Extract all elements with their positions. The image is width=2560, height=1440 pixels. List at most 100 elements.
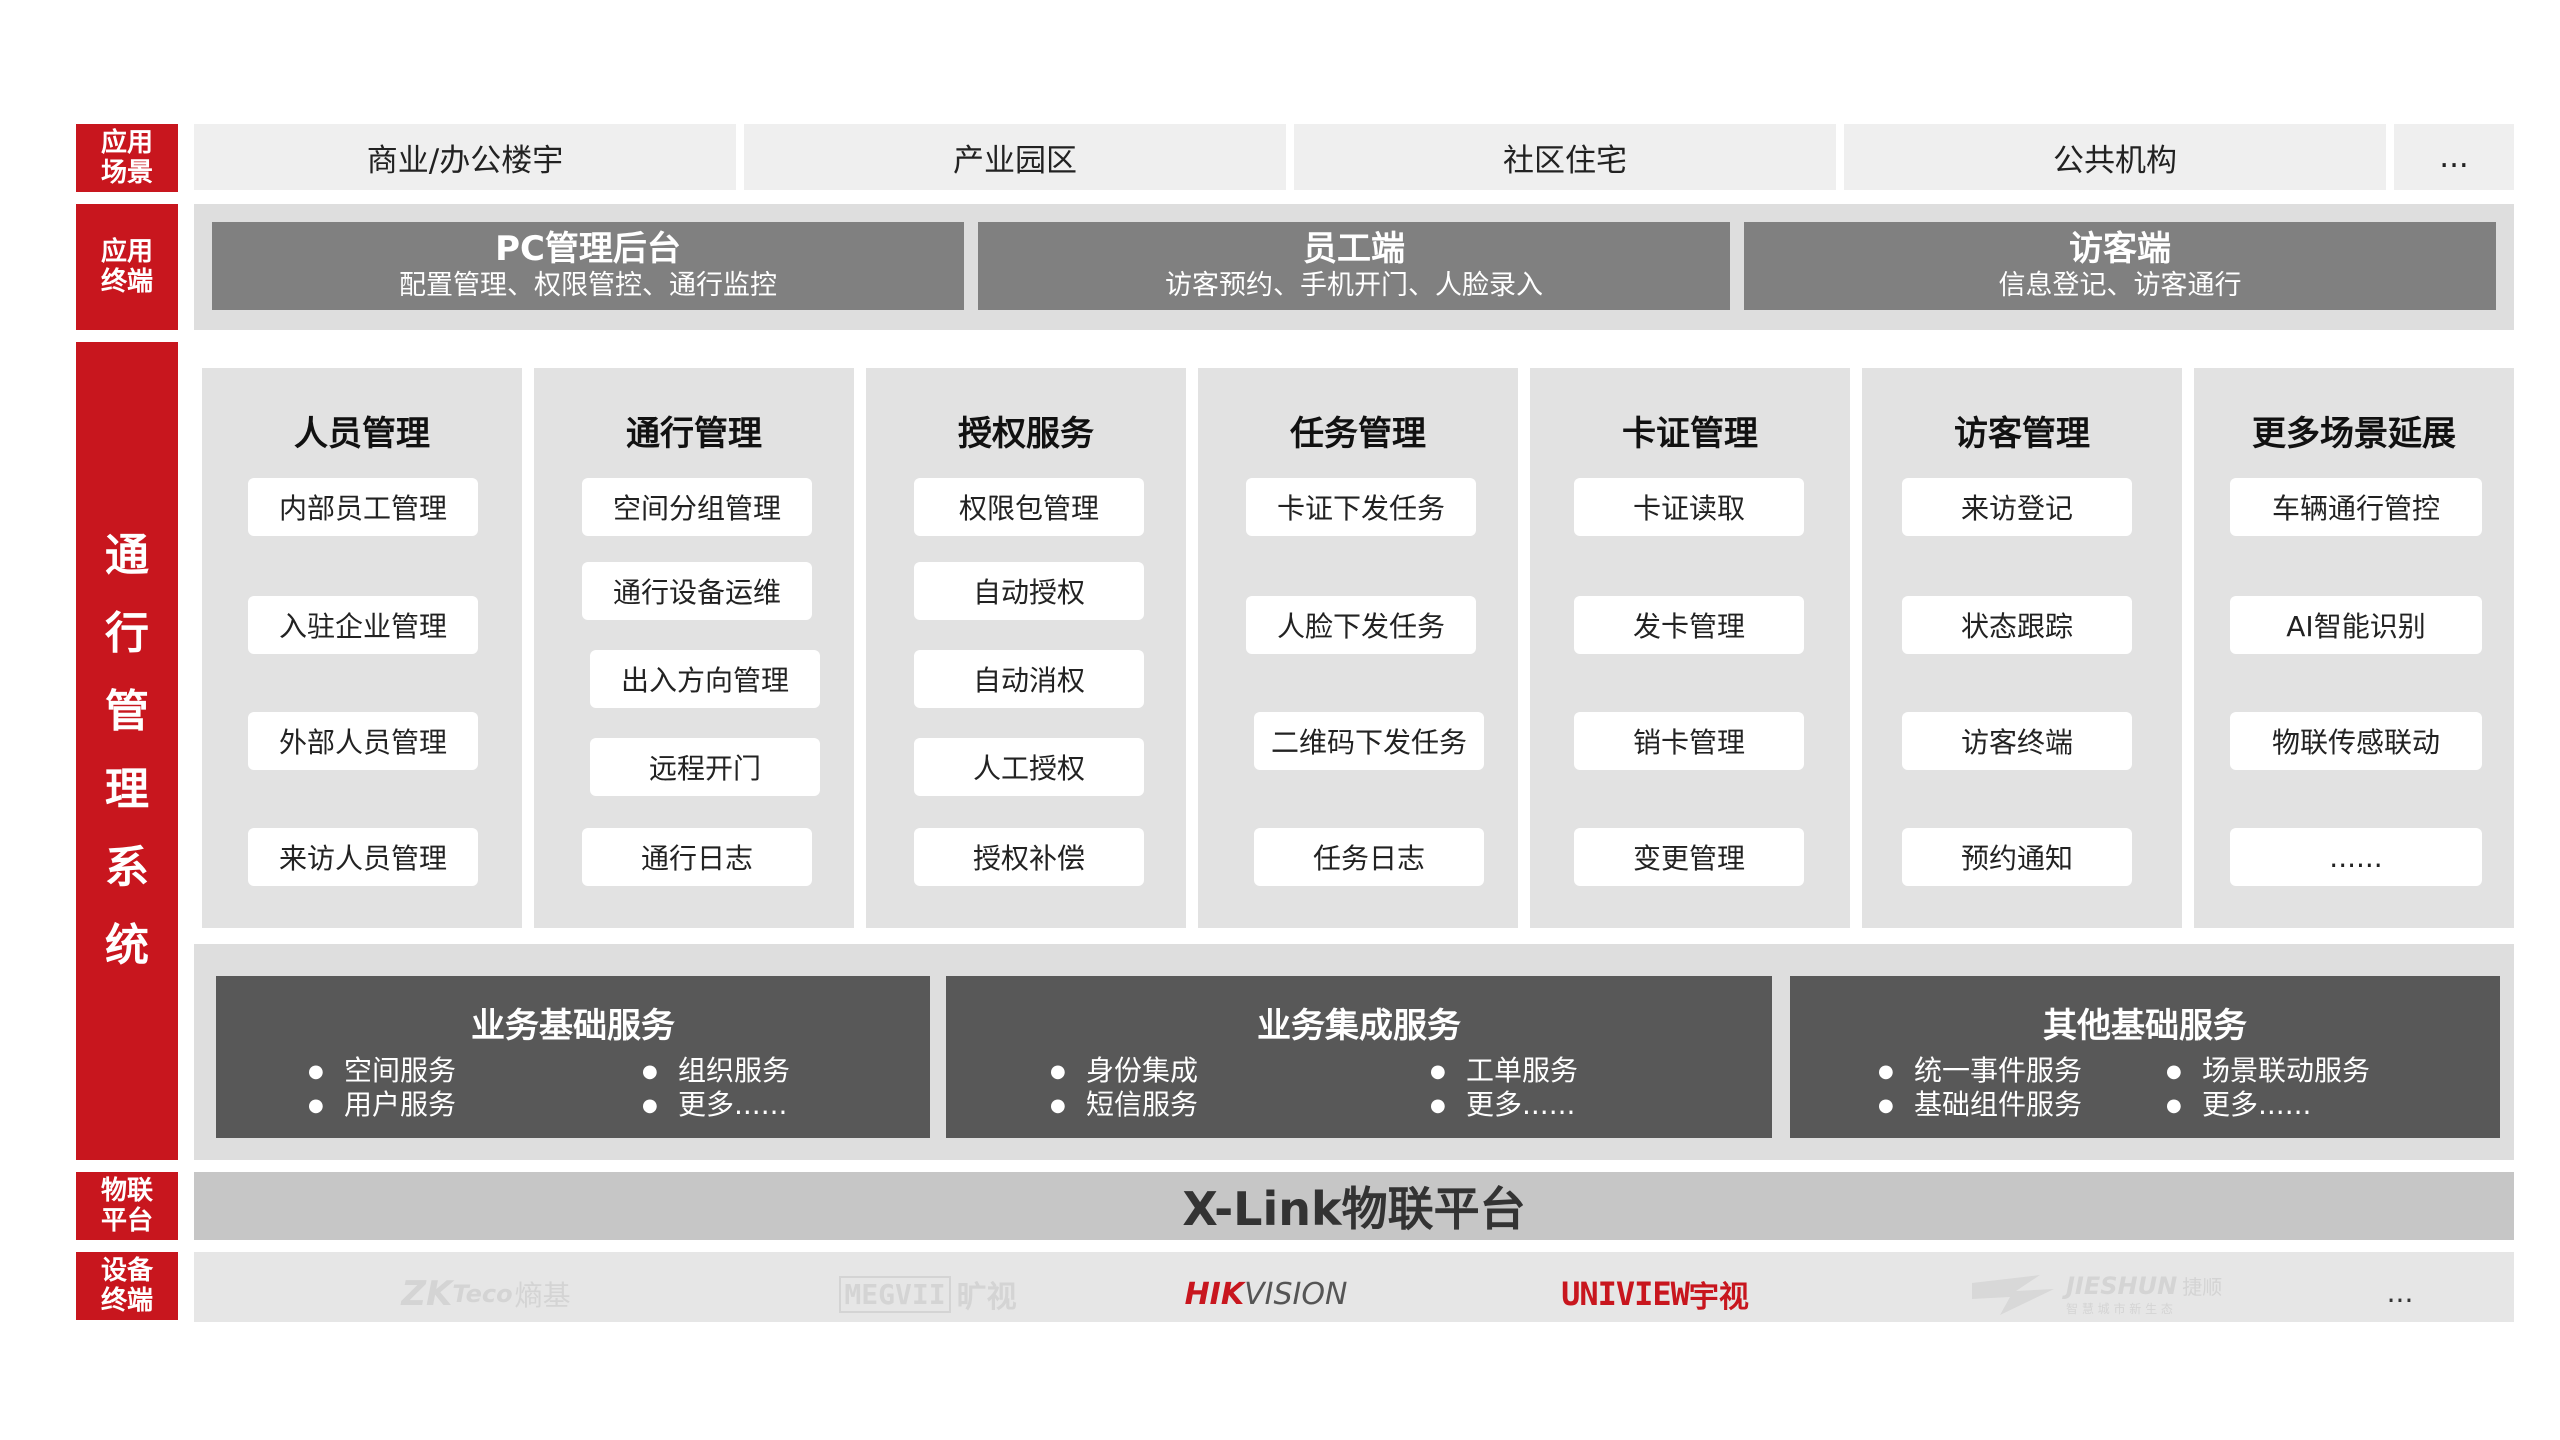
jieshun-logo-text: 智 慧 城 市 新 生 态 [2066, 1302, 2173, 1316]
scene-commercial: 商业/办公楼宇 [194, 124, 736, 190]
module-item: ...... [2230, 828, 2482, 886]
module-more-scenes: 更多场景延展 车辆通行管控 AI智能识别 物联传感联动 ...... [2194, 368, 2514, 928]
jieshun-logo-text: JIESHUN [2066, 1272, 2178, 1300]
iot-platform-bar: X-Link物联平台 [194, 1172, 2514, 1240]
terminal-pc-admin: PC管理后台 配置管理、权限管控、通行监控 [212, 222, 964, 310]
service-item: 用户服务 [308, 1088, 456, 1123]
module-item: 来访人员管理 [248, 828, 478, 886]
terminal-title: PC管理后台 [495, 229, 681, 269]
module-personnel: 人员管理 内部员工管理 入驻企业管理 外部人员管理 来访人员管理 [202, 368, 522, 928]
module-item: 人脸下发任务 [1246, 596, 1476, 654]
module-item: 车辆通行管控 [2230, 478, 2482, 536]
service-business-base: 业务基础服务 空间服务 用户服务 组织服务 更多...... [216, 976, 930, 1138]
module-title: 卡证管理 [1622, 414, 1758, 454]
module-item: 发卡管理 [1574, 596, 1804, 654]
module-title: 人员管理 [294, 414, 430, 454]
service-item: 工单服务 [1430, 1054, 1578, 1089]
service-item: 更多...... [642, 1088, 788, 1123]
module-item: 来访登记 [1902, 478, 2132, 536]
megvii-logo: MEGVII 旷视 [838, 1264, 1018, 1324]
module-item: 自动授权 [914, 562, 1144, 620]
module-item: 二维码下发任务 [1254, 712, 1484, 770]
module-item: 授权补偿 [914, 828, 1144, 886]
scene-more: ... [2394, 124, 2514, 190]
module-item: 变更管理 [1574, 828, 1804, 886]
module-visitors: 访客管理 来访登记 状态跟踪 访客终端 预约通知 [1862, 368, 2182, 928]
system-char: 系 [105, 842, 149, 893]
terminal-subtitle: 配置管理、权限管控、通行监控 [399, 270, 777, 301]
module-item: 访客终端 [1902, 712, 2132, 770]
module-tasks: 任务管理 卡证下发任务 人脸下发任务 二维码下发任务 任务日志 [1198, 368, 1518, 928]
jieshun-wing-icon [1972, 1275, 2054, 1315]
side-label-terminal: 应用 终端 [76, 204, 178, 330]
module-item: 远程开门 [590, 738, 820, 796]
service-item: 基础组件服务 [1878, 1088, 2082, 1123]
service-item: 组织服务 [642, 1054, 790, 1089]
service-integration: 业务集成服务 身份集成 短信服务 工单服务 更多...... [946, 976, 1772, 1138]
module-item: 卡证下发任务 [1246, 478, 1476, 536]
service-item: 短信服务 [1050, 1088, 1198, 1123]
module-item: 自动消权 [914, 650, 1144, 708]
module-title: 任务管理 [1290, 414, 1426, 454]
module-item: 状态跟踪 [1902, 596, 2132, 654]
service-item: 更多...... [1430, 1088, 1576, 1123]
module-item: 权限包管理 [914, 478, 1144, 536]
hikvision-logo-text: HIK [1184, 1276, 1245, 1312]
scene-industrial-park: 产业园区 [744, 124, 1286, 190]
module-item: 通行日志 [582, 828, 812, 886]
hikvision-logo: HIK VISION [1166, 1264, 1366, 1324]
jieshun-logo: JIESHUN 捷顺 智 慧 城 市 新 生 态 [1970, 1264, 2240, 1324]
terminal-subtitle: 信息登记、访客通行 [1998, 270, 2242, 301]
system-char: 理 [105, 764, 149, 815]
scene-community: 社区住宅 [1294, 124, 1836, 190]
module-access: 通行管理 空间分组管理 通行设备运维 出入方向管理 远程开门 通行日志 [534, 368, 854, 928]
side-label-iot: 物联 平台 [76, 1172, 178, 1240]
terminal-employee: 员工端 访客预约、手机开门、人脸录入 [978, 222, 1730, 310]
service-item: 场景联动服务 [2166, 1054, 2370, 1089]
megvii-logo-text: MEGVII [839, 1275, 951, 1313]
module-title: 通行管理 [626, 414, 762, 454]
service-other-base: 其他基础服务 统一事件服务 基础组件服务 场景联动服务 更多...... [1790, 976, 2500, 1138]
system-char: 管 [105, 686, 149, 737]
service-item: 统一事件服务 [1878, 1054, 2082, 1089]
module-item: 销卡管理 [1574, 712, 1804, 770]
terminal-title: 访客端 [2069, 229, 2171, 269]
terminal-title: 员工端 [1303, 229, 1405, 269]
module-item: 人工授权 [914, 738, 1144, 796]
side-label-scene: 应用 场景 [76, 124, 178, 192]
module-item: AI智能识别 [2230, 596, 2482, 654]
zkteco-logo-text: 熵基 [514, 1279, 571, 1312]
module-item: 卡证读取 [1574, 478, 1804, 536]
module-item: 入驻企业管理 [248, 596, 478, 654]
module-item: 空间分组管理 [582, 478, 812, 536]
terminal-subtitle: 访客预约、手机开门、人脸录入 [1165, 270, 1543, 301]
module-item: 出入方向管理 [590, 650, 820, 708]
service-title: 业务集成服务 [1257, 1006, 1461, 1046]
module-title: 更多场景延展 [2252, 414, 2456, 454]
module-item: 通行设备运维 [582, 562, 812, 620]
zkteco-logo: ZK Teco 熵基 [386, 1264, 586, 1324]
uniview-logo-text: 宇视 [1688, 1280, 1749, 1315]
module-title: 访客管理 [1954, 414, 2090, 454]
module-item: 内部员工管理 [248, 478, 478, 536]
side-label-system: 通 行 管 理 系 统 [76, 342, 178, 1160]
jieshun-logo-text: 捷顺 [2182, 1275, 2223, 1299]
module-item: 预约通知 [1902, 828, 2132, 886]
terminal-visitor: 访客端 信息登记、访客通行 [1744, 222, 2496, 310]
module-item: 外部人员管理 [248, 712, 478, 770]
module-item: 任务日志 [1254, 828, 1484, 886]
service-title: 业务基础服务 [471, 1006, 675, 1046]
service-title: 其他基础服务 [2043, 1006, 2247, 1046]
module-cards: 卡证管理 卡证读取 发卡管理 销卡管理 变更管理 [1530, 368, 1850, 928]
uniview-logo: UNIVIEW 宇视 [1540, 1264, 1770, 1324]
service-item: 更多...... [2166, 1088, 2312, 1123]
uniview-logo-text: UNIVIEW [1561, 1275, 1690, 1313]
device-more: ... [2386, 1275, 2414, 1309]
zkteco-logo-text: Teco [452, 1280, 513, 1308]
zkteco-logo-text: ZK [401, 1274, 453, 1314]
module-title: 授权服务 [958, 414, 1094, 454]
hikvision-logo-text: VISION [1244, 1276, 1348, 1312]
service-item: 身份集成 [1050, 1054, 1198, 1089]
system-char: 行 [105, 608, 149, 659]
service-item: 空间服务 [308, 1054, 456, 1089]
